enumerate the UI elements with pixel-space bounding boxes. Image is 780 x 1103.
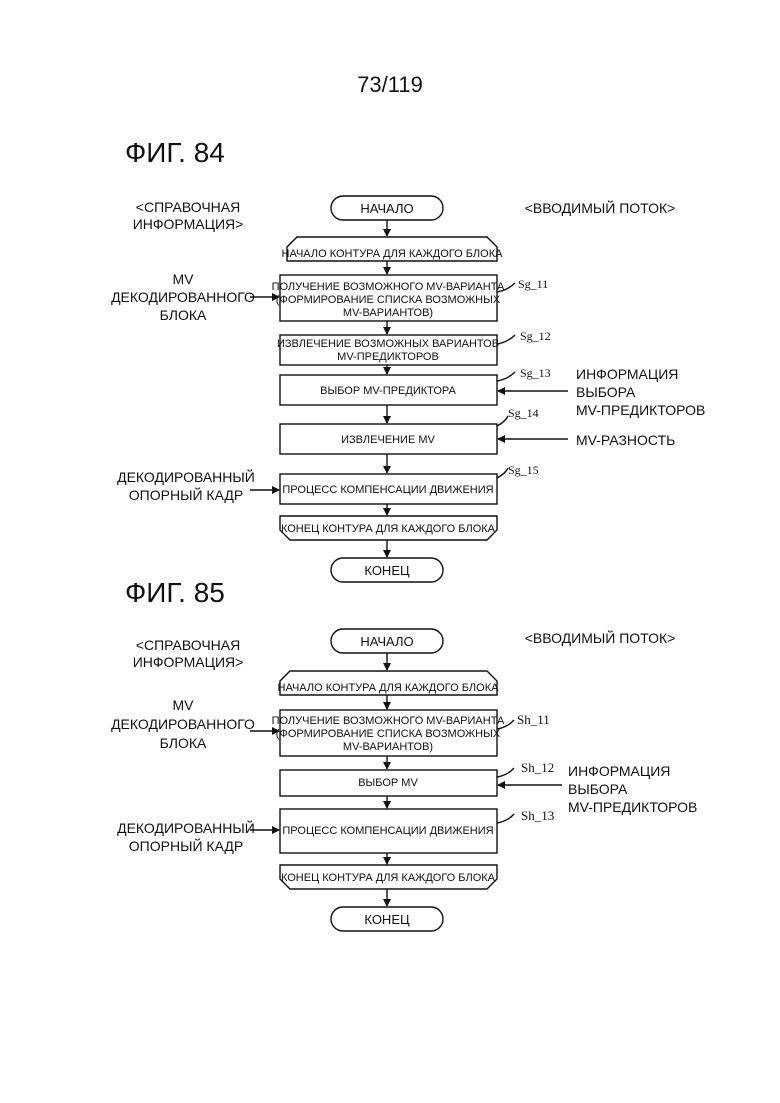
end-text: КОНЕЦ	[364, 563, 410, 578]
step-text: MV-ПРЕДИКТОРОВ	[337, 351, 439, 363]
leader-line	[497, 768, 514, 777]
loop-start-text: НАЧАЛО КОНТУРА ДЛЯ КАЖДОГО БЛОКА	[278, 682, 500, 694]
predictor-info-label: ИНФОРМАЦИЯ	[568, 763, 670, 779]
step-text: ПОЛУЧЕНИЕ ВОЗМОЖНОГО MV-ВАРИАНТА	[272, 281, 505, 293]
loop-end-text: КОНЕЦ КОНТУРА ДЛЯ КАЖДОГО БЛОКА	[281, 523, 496, 535]
leader-line	[497, 372, 515, 381]
decoded-ref-frame-label: ОПОРНЫЙ КАДР	[129, 837, 243, 854]
figure-85-title: ФИГ. 85	[125, 577, 225, 608]
step-label-sg14: Sg_14	[508, 406, 539, 420]
decoded-ref-frame-label: ДЕКОДИРОВАННЫЙ	[117, 468, 255, 485]
decoded-block-mv-label: MV	[173, 697, 195, 713]
step-text: ПРОЦЕСС КОМПЕНСАЦИИ ДВИЖЕНИЯ	[282, 484, 493, 496]
end-text: КОНЕЦ	[364, 912, 410, 927]
start-text: НАЧАЛО	[360, 634, 413, 649]
decoded-block-mv-label: БЛОКА	[160, 307, 207, 323]
step-text: (ФОРМИРОВАНИЕ СПИСКА ВОЗМОЖНЫХ	[276, 728, 501, 740]
step-label-sg11: Sg_11	[518, 277, 548, 291]
figure-84-title: ФИГ. 84	[125, 137, 225, 168]
step-text: MV-ВАРИАНТОВ)	[343, 741, 433, 753]
ref-info-label-line1: <СПРАВОЧНАЯ	[136, 199, 240, 215]
mv-difference-label: MV-РАЗНОСТЬ	[576, 432, 675, 448]
ref-info-label-line2: ИНФОРМАЦИЯ>	[133, 216, 244, 232]
decoded-block-mv-label: ДЕКОДИРОВАННОГО	[111, 289, 255, 305]
step-label-sg13: Sg_13	[520, 366, 551, 380]
decoded-block-mv-label: БЛОКА	[160, 735, 207, 751]
step-text: MV-ВАРИАНТОВ)	[343, 307, 433, 319]
ref-info-label-line2: ИНФОРМАЦИЯ>	[133, 654, 244, 670]
decoded-ref-frame-label: ДЕКОДИРОВАННЫЙ	[117, 819, 255, 836]
input-stream-label: <ВВОДИМЫЙ ПОТОК>	[525, 199, 676, 216]
step-label-sh12: Sh_12	[521, 760, 554, 775]
predictor-info-label: MV-ПРЕДИКТОРОВ	[576, 402, 705, 418]
page-number: 73/119	[357, 72, 423, 97]
step-text: ПОЛУЧЕНИЕ ВОЗМОЖНОГО MV-ВАРИАНТА	[272, 715, 505, 727]
step-text: ПРОЦЕСС КОМПЕНСАЦИИ ДВИЖЕНИЯ	[282, 825, 493, 837]
predictor-info-label: ВЫБОРА	[568, 781, 628, 797]
leader-line	[497, 416, 508, 426]
decoded-ref-frame-label: ОПОРНЫЙ КАДР	[129, 486, 243, 503]
step-text: (ФОРМИРОВАНИЕ СПИСКА ВОЗМОЖНЫХ	[276, 294, 501, 306]
ref-info-label-line1: <СПРАВОЧНАЯ	[136, 637, 240, 653]
leader-line	[497, 814, 514, 823]
step-text: ВЫБОР MV-ПРЕДИКТОРА	[320, 385, 456, 397]
leader-line	[497, 468, 508, 478]
figure-85: ФИГ. 85 <СПРАВОЧНАЯ ИНФОРМАЦИЯ> <ВВОДИМЫ…	[111, 577, 697, 931]
step-label-sh13: Sh_13	[521, 808, 554, 823]
step-text: ВЫБОР MV	[358, 777, 418, 789]
step-text: ИЗВЛЕЧЕНИЕ ВОЗМОЖНЫХ ВАРИАНТОВ	[277, 338, 499, 350]
predictor-info-label: MV-ПРЕДИКТОРОВ	[568, 799, 697, 815]
predictor-info-label: ИНФОРМАЦИЯ	[576, 366, 678, 382]
predictor-info-label: ВЫБОРА	[576, 384, 636, 400]
start-text: НАЧАЛО	[360, 201, 413, 216]
decoded-block-mv-label: ДЕКОДИРОВАННОГО	[111, 716, 255, 732]
loop-start-text: НАЧАЛО КОНТУРА ДЛЯ КАЖДОГО БЛОКА	[282, 248, 504, 260]
step-label-sg12: Sg_12	[520, 329, 551, 343]
decoded-block-mv-label: MV	[173, 271, 195, 287]
step-label-sh11: Sh_11	[517, 712, 550, 727]
step-label-sg15: Sg_15	[508, 463, 539, 477]
input-stream-label: <ВВОДИМЫЙ ПОТОК>	[525, 629, 676, 646]
figure-84: ФИГ. 84 <СПРАВОЧНАЯ ИНФОРМАЦИЯ> <ВВОДИМЫ…	[111, 137, 705, 582]
step-text: ИЗВЛЕЧЕНИЕ MV	[341, 434, 435, 446]
leader-line	[497, 335, 515, 344]
loop-end-text: КОНЕЦ КОНТУРА ДЛЯ КАЖДОГО БЛОКА	[281, 872, 496, 884]
